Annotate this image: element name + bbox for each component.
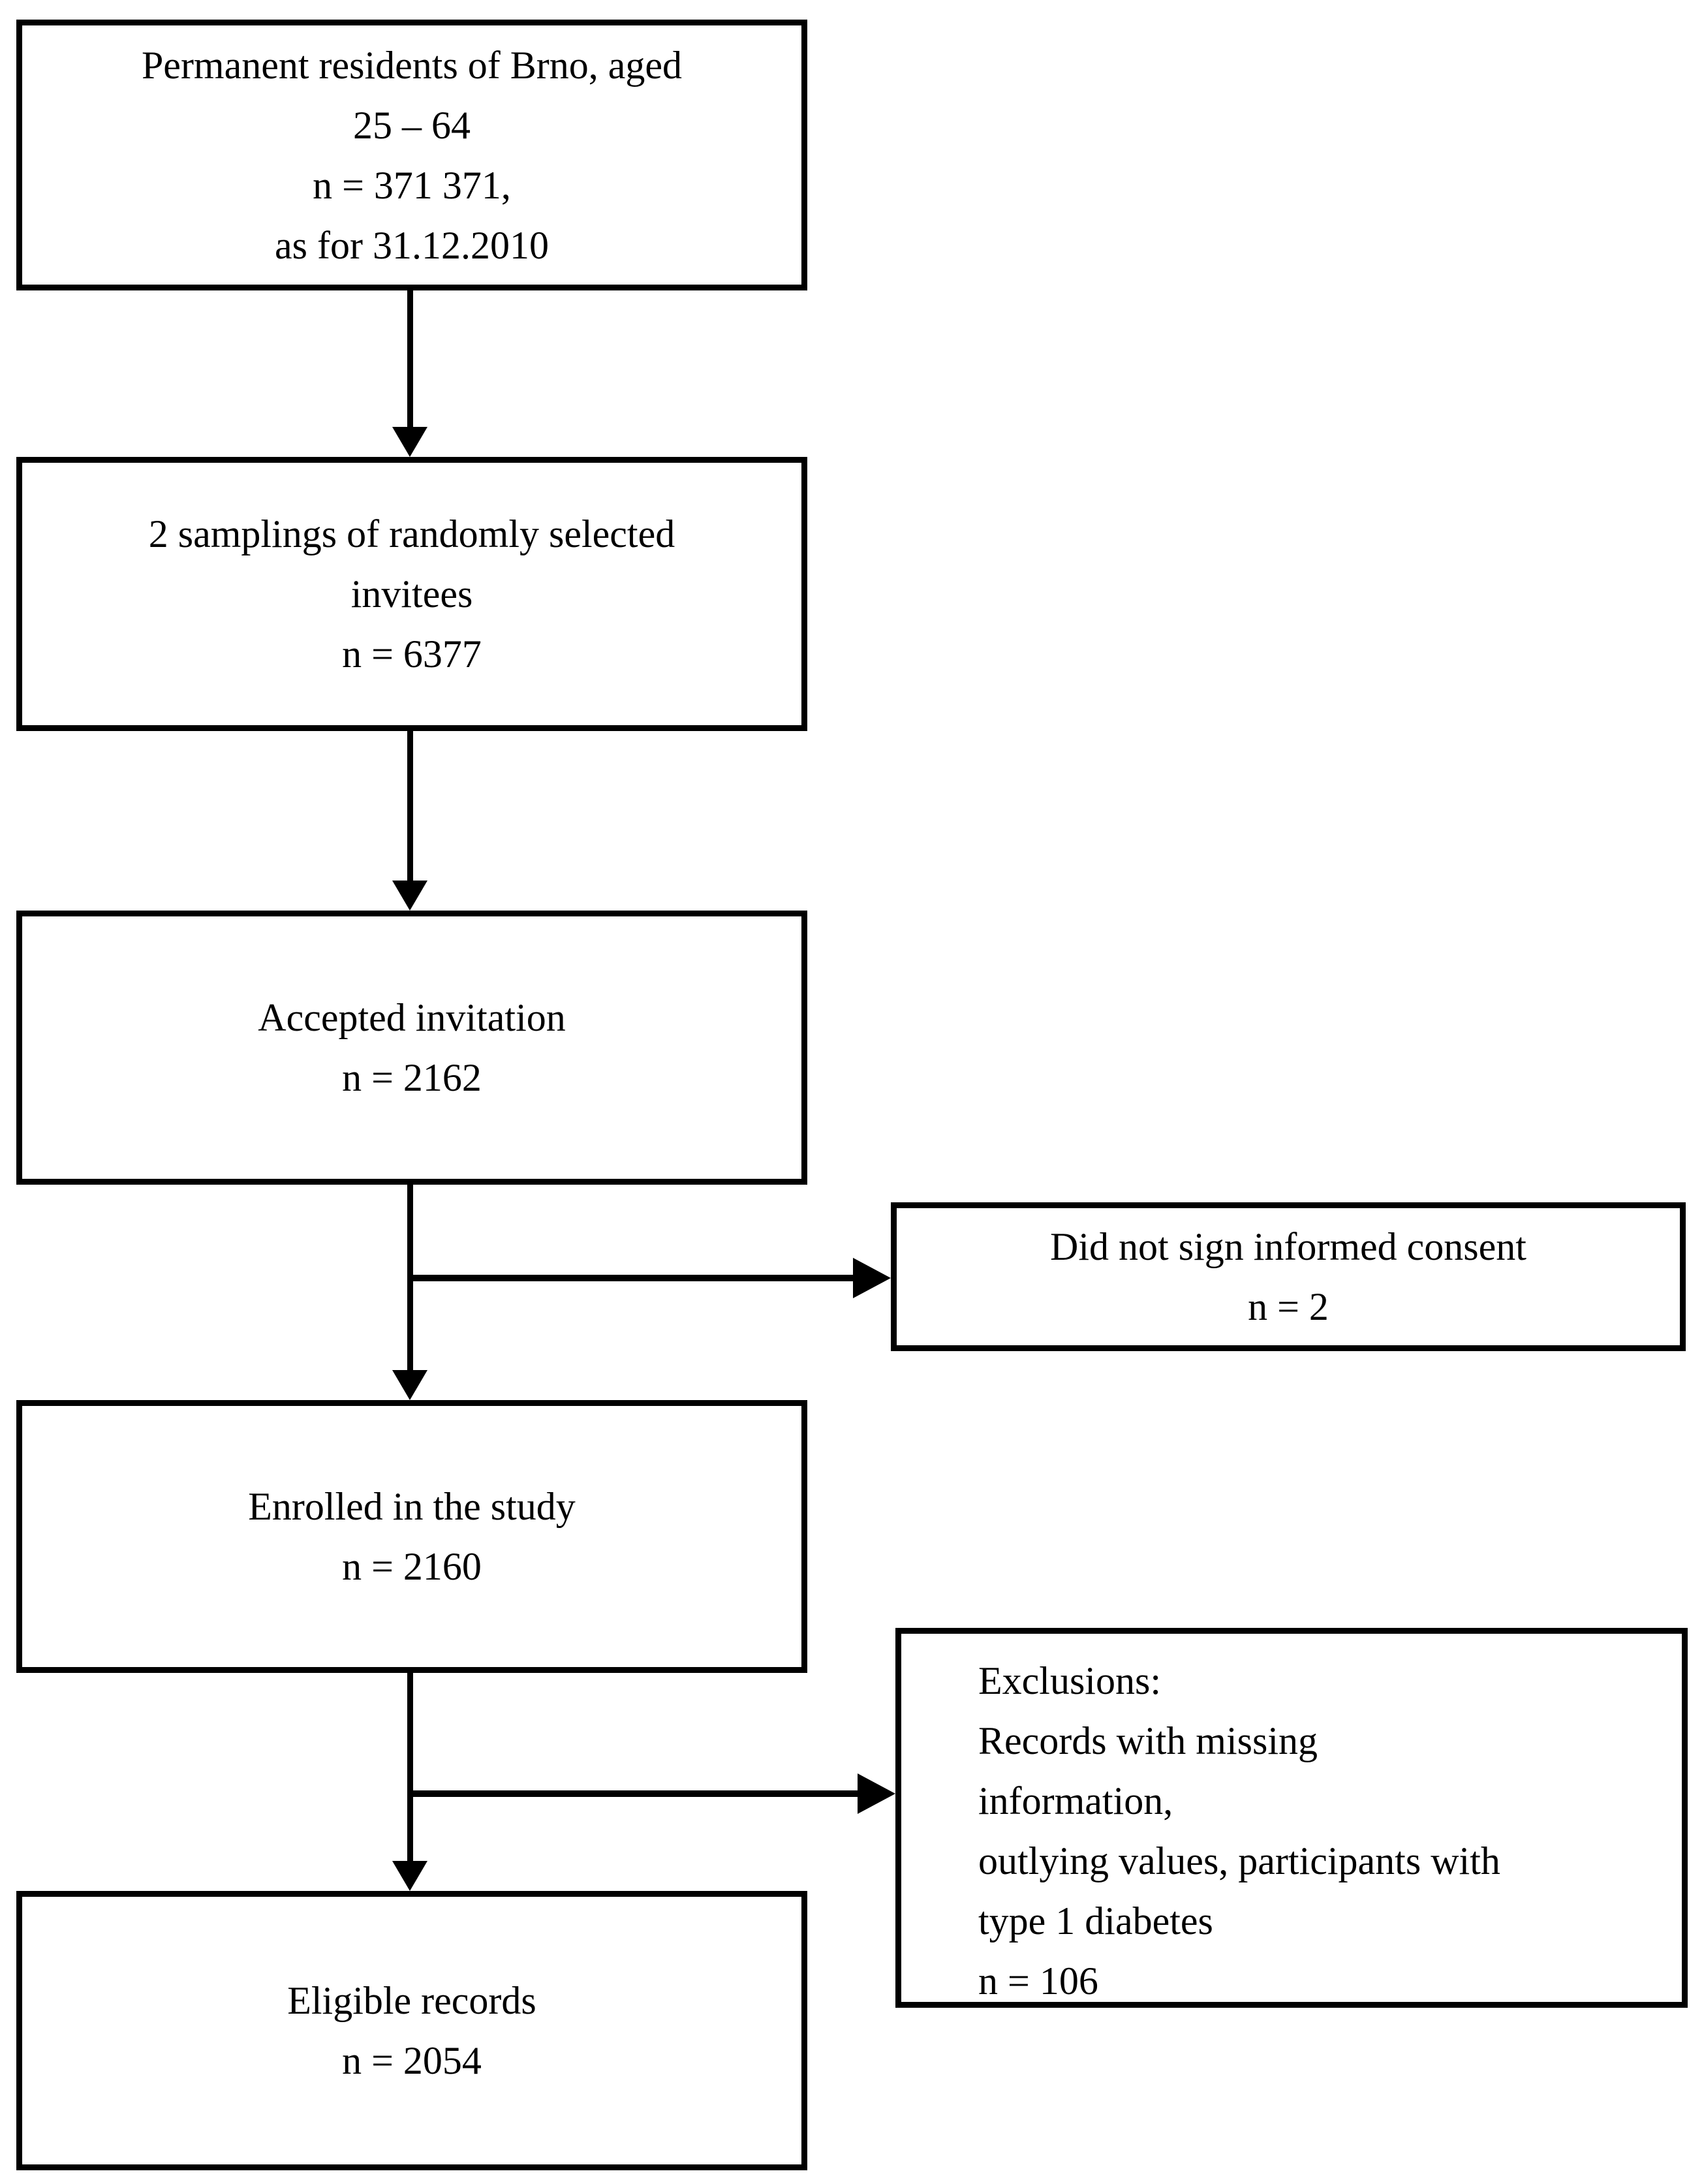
text-line: Eligible records xyxy=(287,1979,536,2022)
box-exclusions: Exclusions: Records with missing informa… xyxy=(895,1628,1688,2008)
box-population: Permanent residents of Brno, aged 25 – 6… xyxy=(16,20,807,290)
text-line: Exclusions: xyxy=(978,1659,1161,1702)
text-line: Did not sign informed consent xyxy=(1050,1225,1526,1268)
box-samplings: 2 samplings of randomly selected invitee… xyxy=(16,457,807,731)
text-line: n = 371 371, xyxy=(313,163,511,207)
arrowhead-down-icon xyxy=(392,881,427,911)
text-line: as for 31.12.2010 xyxy=(275,223,549,267)
text-line: Permanent residents of Brno, aged xyxy=(141,43,683,87)
connector-line-population-to-samplings xyxy=(407,290,413,431)
box-eligible-records: Eligible records n = 2054 xyxy=(16,1891,807,2170)
text-line: n = 6377 xyxy=(342,632,482,676)
text-line: 25 – 64 xyxy=(353,103,471,147)
connector-line-samplings-to-accepted xyxy=(407,731,413,884)
text-line: n = 2 xyxy=(1248,1285,1329,1328)
text-line: invitees xyxy=(350,572,473,616)
arrowhead-down-icon xyxy=(392,1861,427,1891)
text-line: n = 2054 xyxy=(342,2039,482,2082)
text-line: Enrolled in the study xyxy=(248,1485,576,1528)
text-line: Accepted invitation xyxy=(258,996,566,1039)
arrowhead-right-icon xyxy=(853,1258,891,1298)
text-line: n = 2162 xyxy=(342,1056,482,1099)
box-accepted-invitation: Accepted invitation n = 2162 xyxy=(16,911,807,1185)
connector-line-enrolled-to-eligible xyxy=(407,1673,413,1864)
text-line: type 1 diabetes xyxy=(978,1899,1213,1942)
arrowhead-right-icon xyxy=(858,1773,895,1814)
text-line: n = 2160 xyxy=(342,1545,482,1588)
box-enrolled: Enrolled in the study n = 2160 xyxy=(16,1400,807,1673)
text-line: outlying values, participants with xyxy=(978,1839,1500,1882)
text-line: information, xyxy=(978,1779,1173,1822)
text-line: Records with missing xyxy=(978,1719,1318,1762)
text-line: 2 samplings of randomly selected xyxy=(148,512,675,555)
branch-line-no-consent xyxy=(410,1275,854,1281)
arrowhead-down-icon xyxy=(392,427,427,457)
box-no-consent: Did not sign informed consent n = 2 xyxy=(891,1202,1686,1351)
branch-line-exclusions xyxy=(410,1790,859,1797)
arrowhead-down-icon xyxy=(392,1370,427,1400)
text-line: n = 106 xyxy=(978,1959,1098,2003)
